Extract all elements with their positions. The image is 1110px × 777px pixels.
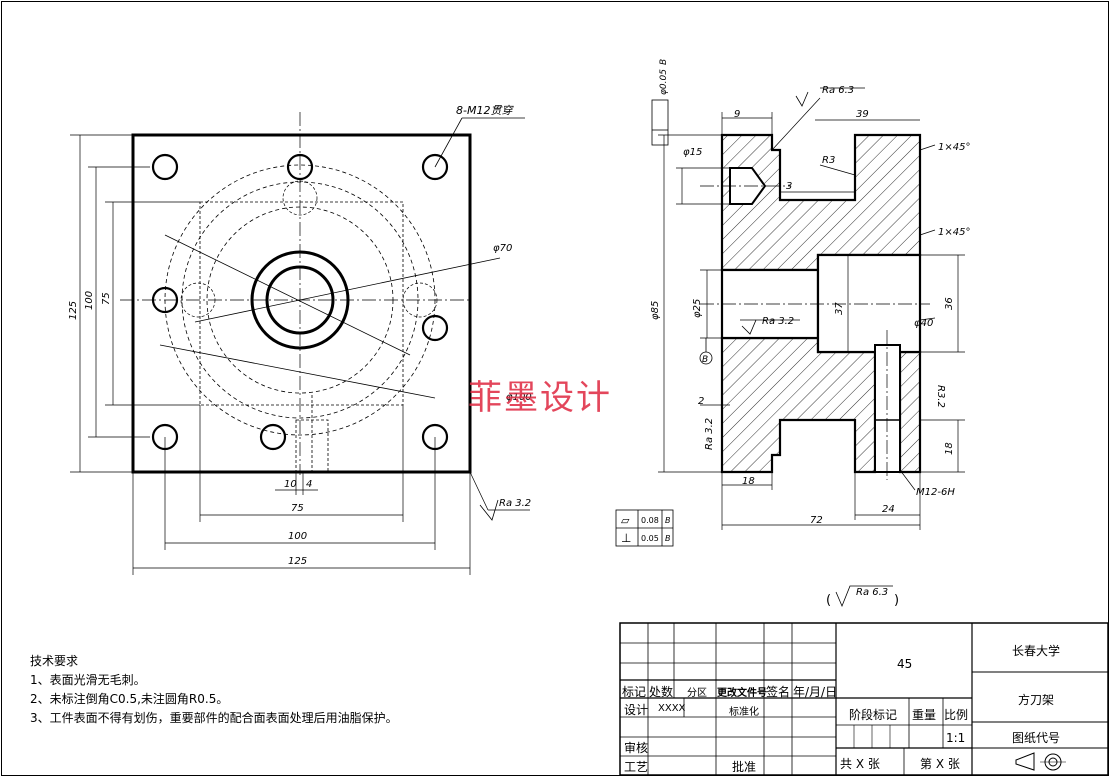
d2-dim: 2 (698, 396, 704, 407)
h75-dim: 75 (101, 292, 112, 305)
boss-inner (265, 265, 335, 335)
scale-value: 1:1 (946, 731, 966, 745)
general-roughness (835, 585, 893, 608)
standard-label: 标准化 (729, 707, 759, 718)
row-doc-label: 更改文件号 (717, 688, 767, 699)
svg-text:(: ( (826, 593, 831, 608)
d40-dim: φ40 (914, 318, 933, 329)
front-view-labels: 8-M12贯穿 φ70 φ100 Ra 3.2 125 100 75 10 4 … (68, 104, 532, 567)
flatness-datum: B (665, 516, 671, 525)
chamfer2-label: 1×45° (938, 227, 970, 238)
plate-outline (131, 133, 472, 474)
w100-dim: 100 (288, 531, 307, 542)
technical-requirements: 技术要求 1、表面光滑无毛刺。 2、未标注倒角C0.5,未注圆角R0.5。 3、… (30, 652, 398, 728)
row-mark-label: 标记 (622, 685, 647, 699)
material-value: 45 (897, 657, 913, 671)
designer-value: XXXX (658, 703, 686, 714)
side-section-view (651, 87, 965, 530)
d85-dim: φ85 (650, 301, 661, 320)
row-zone-label: 分区 (687, 688, 707, 699)
w125-dim: 125 (288, 556, 307, 567)
d3-dim: 3 (786, 181, 792, 192)
general-roughness-labels: ( Ra 6.3 ) (826, 587, 899, 608)
row-count-label: 处数 (649, 685, 674, 699)
notes-item-3: 3、工件表面不得有划伤，重要部件的配合面表面处理后用油脂保护。 (30, 711, 398, 725)
h125-dim: 125 (68, 301, 79, 320)
process-label: 工艺 (624, 760, 649, 774)
perpendicular-symbol: ⊥ (621, 531, 631, 545)
d24-dim: 24 (882, 504, 895, 515)
datum-b-label: B (702, 355, 708, 365)
dia100-label: φ100 (506, 392, 532, 403)
ra-front-label: Ra 3.2 (499, 498, 531, 509)
row-sign-label: 签名 (766, 685, 791, 699)
d25-dim: φ25 (692, 299, 703, 318)
notes-item-1: 1、表面光滑无毛刺。 (30, 673, 146, 687)
d39-dim: 39 (856, 109, 869, 120)
front-view (70, 112, 530, 575)
d37-dim: 37 (834, 302, 845, 315)
d18b-dim: 18 (944, 442, 955, 455)
watermark-text: 菲墨设计 (468, 378, 612, 418)
ra-top-label: Ra 6.3 (822, 85, 854, 96)
ra-general-label: Ra 6.3 (856, 587, 888, 598)
design-label: 设计 (624, 703, 649, 717)
tolerance-frames (615, 509, 674, 547)
svg-text:): ) (894, 593, 899, 608)
review-label: 审核 (624, 741, 649, 755)
title-block (619, 622, 1109, 776)
boss-outer (250, 250, 350, 350)
pos-tol-datum: B (659, 59, 669, 65)
drawing-code-label: 图纸代号 (1012, 731, 1061, 745)
perpendicular-datum: B (665, 534, 671, 543)
flatness-symbol: ▱ (621, 514, 630, 527)
r3-vert-label: R3.2 (935, 385, 946, 408)
d9-dim: 9 (734, 109, 740, 120)
perpendicular-value: 0.05 (641, 534, 659, 543)
ratio-label: 比例 (944, 708, 969, 722)
h100-dim: 100 (84, 291, 95, 310)
w10-dim: 10 (284, 479, 297, 490)
part-name: 方刀架 (1018, 693, 1055, 707)
tolerance-frame-text: ▱ 0.08 B ⊥ 0.05 B (621, 514, 671, 545)
d36-dim: 36 (944, 297, 955, 310)
flatness-value: 0.08 (641, 516, 659, 525)
d18a-dim: 18 (742, 476, 755, 487)
sheet-number: 第 X 张 (920, 757, 960, 771)
notes-title: 技术要求 (30, 654, 79, 668)
row-date-label: 年/月/日 (793, 685, 838, 699)
notes-item-2: 2、未标注倒角C0.5,未注圆角R0.5。 (30, 692, 229, 706)
side-view-labels: Ra 6.3 9 39 R3 3 φ15 1×45° 1×45° φ85 φ25… (650, 59, 970, 526)
holes-callout: 8-M12贯穿 (456, 104, 514, 117)
chamfer1-label: 1×45° (938, 142, 970, 153)
w4-dim: 4 (306, 479, 312, 490)
thread-label: M12-6H (916, 487, 955, 498)
pos-tol-value: φ0.05 (659, 69, 669, 95)
dia70-label: φ70 (493, 243, 512, 254)
sheets-total: 共 X 张 (840, 757, 880, 771)
d15-dim: φ15 (683, 147, 702, 158)
university-name: 长春大学 (1012, 644, 1061, 658)
ra-mid-label: Ra 3.2 (762, 316, 794, 327)
w75-dim: 75 (291, 503, 304, 514)
r3-label: R3 (822, 155, 835, 166)
d72-dim: 72 (810, 515, 823, 526)
stage-label: 阶段标记 (849, 708, 898, 722)
weight-label: 重量 (912, 708, 937, 722)
approve-label: 批准 (732, 760, 757, 774)
ra-left-label: Ra 3.2 (704, 418, 715, 450)
